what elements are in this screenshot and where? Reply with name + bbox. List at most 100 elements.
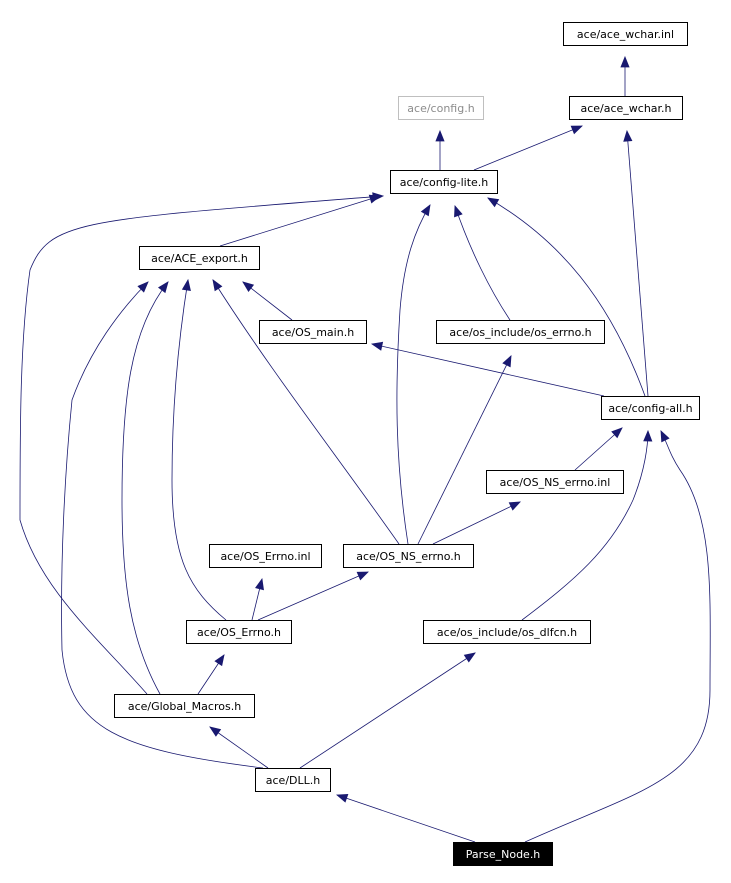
edge-arrowhead bbox=[370, 341, 384, 351]
edge-arrowhead bbox=[214, 654, 225, 667]
edge-line bbox=[19, 195, 384, 695]
node-label: ace/config.h bbox=[407, 102, 474, 115]
node-box bbox=[186, 620, 292, 644]
node-label: ace/ace_wchar.h bbox=[580, 102, 671, 115]
edge-arrowhead bbox=[255, 577, 264, 591]
edge-config_lite-to-wchar_h bbox=[473, 125, 584, 171]
node-label: ace/config-all.h bbox=[608, 402, 692, 415]
edge-os_ns_errno_h-to-config_lite bbox=[396, 204, 431, 545]
edge-os_ns_errno_h-to-ace_export bbox=[212, 279, 400, 545]
node-wchar-inl[interactable]: ace/ace_wchar.inl bbox=[563, 22, 688, 46]
node-os-dlfcn[interactable]: ace/os_include/os_dlfcn.h bbox=[423, 620, 591, 644]
node-os-ns-errno-inl[interactable]: ace/OS_NS_errno.inl bbox=[486, 470, 624, 494]
node-box bbox=[390, 170, 498, 194]
edge-os_dlfcn-to-config_all bbox=[521, 429, 653, 621]
node-box bbox=[255, 768, 331, 792]
edges-layer bbox=[19, 55, 711, 843]
node-box bbox=[209, 544, 322, 568]
edge-global_macros-to-os_errno_h bbox=[197, 654, 225, 695]
node-os-errno-h[interactable]: ace/OS_Errno.h bbox=[186, 620, 292, 644]
node-label: Parse_Node.h bbox=[466, 848, 541, 861]
edge-line bbox=[396, 204, 431, 545]
node-box bbox=[486, 470, 624, 494]
edge-line bbox=[336, 794, 476, 843]
node-parse-node[interactable]: Parse_Node.h bbox=[453, 842, 553, 866]
edge-global_macros-to-ace_export bbox=[121, 281, 169, 695]
node-os-errno-inc[interactable]: ace/os_include/os_errno.h bbox=[436, 320, 605, 344]
node-dll-h[interactable]: ace/DLL.h bbox=[255, 768, 331, 792]
edge-arrowhead bbox=[611, 427, 623, 439]
edge-os_errno_inc-to-config_lite bbox=[454, 204, 511, 321]
edge-arrowhead bbox=[487, 197, 500, 208]
edge-arrowhead bbox=[502, 355, 512, 368]
node-config-h[interactable]: ace/config.h bbox=[398, 96, 484, 120]
edge-os_ns_errno_h-to-os_ns_errno_inl bbox=[432, 501, 521, 545]
node-os-errno-inl[interactable]: ace/OS_Errno.inl bbox=[209, 544, 322, 568]
node-box bbox=[398, 96, 484, 120]
edge-line bbox=[626, 130, 649, 397]
edge-dll_h-to-global_macros bbox=[209, 726, 269, 769]
node-box bbox=[569, 96, 683, 120]
edge-line bbox=[121, 281, 169, 695]
edge-arrowhead bbox=[508, 501, 521, 511]
edge-arrowhead bbox=[643, 429, 653, 442]
edge-os_ns_errno_inl-to-config_all bbox=[574, 427, 623, 471]
edge-arrowhead bbox=[137, 281, 149, 293]
node-label: ace/config-lite.h bbox=[400, 176, 489, 189]
edge-os_errno_h-to-os_errno_inl bbox=[251, 577, 264, 621]
node-os-main[interactable]: ace/OS_main.h bbox=[259, 320, 367, 344]
node-label: ace/OS_Errno.h bbox=[197, 626, 281, 639]
edge-line bbox=[432, 501, 521, 545]
edge-config_all-to-os_main bbox=[370, 341, 605, 397]
nodes-layer: ace/ace_wchar.inl ace/ace_wchar.h ace/conf… bbox=[114, 22, 700, 866]
edge-parse_node-to-config_all bbox=[524, 430, 711, 843]
edge-arrowhead bbox=[660, 430, 670, 443]
node-box bbox=[423, 620, 591, 644]
node-label: ace/ace_wchar.inl bbox=[577, 28, 674, 41]
node-global-macros[interactable]: ace/Global_Macros.h bbox=[114, 694, 255, 718]
edge-arrowhead bbox=[181, 278, 191, 291]
node-label: ace/OS_Errno.inl bbox=[220, 550, 310, 563]
node-label: ace/os_include/os_dlfcn.h bbox=[437, 626, 577, 639]
node-label: ace/OS_NS_errno.inl bbox=[500, 476, 611, 489]
edge-line bbox=[61, 281, 264, 769]
edge-line bbox=[209, 726, 269, 769]
edge-line bbox=[299, 652, 476, 769]
node-config-lite[interactable]: ace/config-lite.h bbox=[390, 170, 498, 194]
edge-arrowhead bbox=[435, 129, 445, 142]
node-box bbox=[343, 544, 474, 568]
node-box bbox=[563, 22, 688, 46]
node-wchar-h[interactable]: ace/ace_wchar.h bbox=[569, 96, 683, 120]
edge-os_errno_h-to-os_ns_errno_h bbox=[257, 571, 369, 621]
node-label: ace/ACE_export.h bbox=[151, 252, 248, 265]
edge-line bbox=[574, 427, 623, 471]
edge-arrowhead bbox=[420, 204, 431, 217]
edge-os_ns_errno_h-to-os_errno_inc bbox=[417, 355, 512, 545]
edge-config_all-to-config_lite bbox=[487, 197, 646, 397]
node-label: ace/OS_NS_errno.h bbox=[356, 550, 461, 563]
edge-config_all-to-wchar_h bbox=[623, 129, 649, 397]
node-box bbox=[601, 396, 700, 420]
edge-arrowhead bbox=[356, 571, 369, 581]
edge-parse_node-to-dll_h bbox=[335, 793, 476, 843]
node-label: ace/DLL.h bbox=[266, 774, 320, 787]
node-ace-export[interactable]: ace/ACE_export.h bbox=[139, 246, 260, 270]
node-config-all[interactable]: ace/config-all.h bbox=[601, 396, 700, 420]
edge-line bbox=[219, 195, 381, 247]
edge-os_errno_h-to-ace_export bbox=[171, 278, 227, 621]
edge-global_macros-to-config_lite bbox=[19, 192, 385, 695]
edge-line bbox=[257, 571, 369, 621]
edge-line bbox=[487, 197, 646, 397]
edge-arrowhead bbox=[209, 726, 222, 737]
edge-line bbox=[171, 279, 227, 621]
node-box bbox=[259, 320, 367, 344]
node-os-ns-errno-h[interactable]: ace/OS_NS_errno.h bbox=[343, 544, 474, 568]
edge-arrowhead bbox=[372, 192, 385, 202]
node-box bbox=[453, 842, 553, 866]
edge-arrowhead bbox=[212, 279, 223, 292]
edge-dll_h-to-os_dlfcn bbox=[299, 652, 476, 769]
edge-arrowhead bbox=[463, 652, 476, 663]
node-box bbox=[436, 320, 605, 344]
edge-arrowhead bbox=[570, 125, 584, 135]
